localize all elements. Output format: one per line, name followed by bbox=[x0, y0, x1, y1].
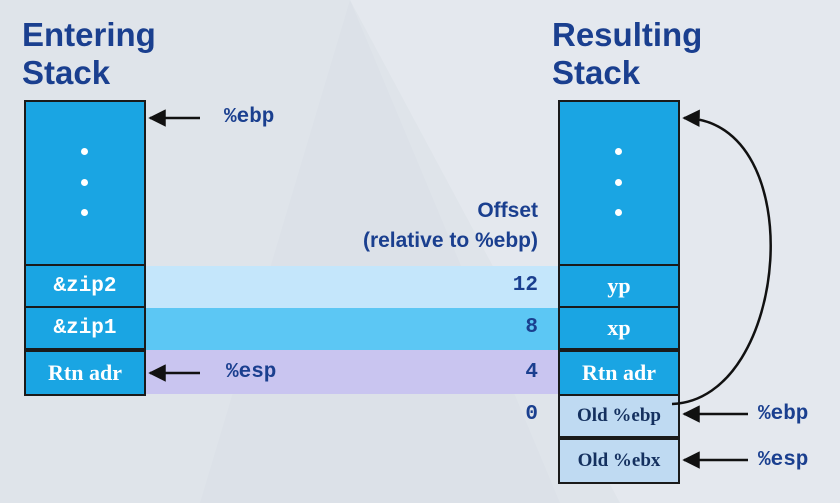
resulting-stack-title-line2: Stack bbox=[552, 54, 641, 91]
ellipsis-dot bbox=[615, 148, 622, 155]
ellipsis-dot bbox=[81, 209, 88, 216]
offset-value-8: 8 bbox=[525, 316, 538, 339]
offset-title-line2: (relative to %ebp) bbox=[362, 229, 538, 252]
offset-band-8 bbox=[146, 308, 558, 350]
offset-value-4: 4 bbox=[525, 361, 538, 384]
resulting-cell-rtn-adr: Rtn adr bbox=[558, 350, 680, 396]
offset-band-12 bbox=[146, 266, 558, 308]
ellipsis-dot bbox=[615, 209, 622, 216]
entering-stack-title-line1: Entering bbox=[22, 16, 156, 53]
resulting-cell-old-ebp: Old %ebp bbox=[558, 394, 680, 438]
ellipsis-dot bbox=[81, 179, 88, 186]
entering-stack-top-region bbox=[24, 100, 146, 266]
entering-cell-zip1: &zip1 bbox=[24, 306, 146, 350]
resulting-cell-old-ebx: Old %ebx bbox=[558, 438, 680, 484]
resulting-stack-title-line1: Resulting bbox=[552, 16, 703, 53]
entering-stack-title: Entering Stack bbox=[22, 16, 156, 92]
right-esp-label: %esp bbox=[758, 449, 809, 472]
resulting-stack-title: Resulting Stack bbox=[552, 16, 702, 92]
resulting-cell-xp: xp bbox=[558, 306, 680, 350]
entering-stack-title-line2: Stack bbox=[22, 54, 111, 91]
offset-band-4 bbox=[146, 350, 558, 394]
resulting-stack-top-region bbox=[558, 100, 680, 266]
entering-cell-rtn-adr: Rtn adr bbox=[24, 350, 146, 396]
ellipsis-dot bbox=[81, 148, 88, 155]
left-esp-label: %esp bbox=[226, 361, 277, 384]
right-ebp-label: %ebp bbox=[758, 403, 809, 426]
offset-value-0: 0 bbox=[525, 403, 538, 426]
saved-ebp-link-arrow bbox=[671, 109, 772, 406]
offset-value-12: 12 bbox=[512, 274, 538, 297]
offset-title-line1: Offset bbox=[477, 199, 538, 222]
offset-header: Offset (relative to %ebp) bbox=[300, 196, 538, 256]
left-ebp-label: %ebp bbox=[224, 106, 275, 129]
ellipsis-dot bbox=[615, 179, 622, 186]
